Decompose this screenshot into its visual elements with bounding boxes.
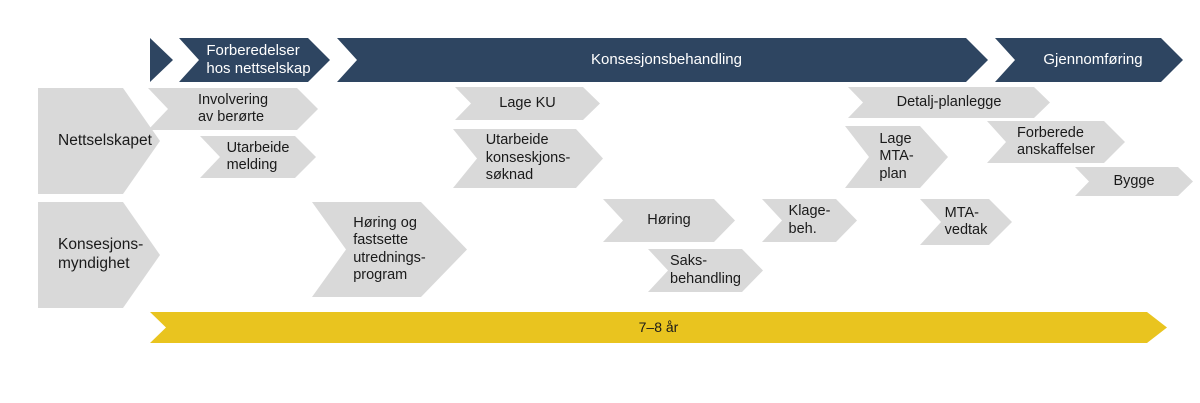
phase-segment-forberedelser: Forberedelser hos nettselskap [179,38,330,82]
row-label: Konsesjons- myndighet [58,236,144,272]
task-arrow-utarbeide-konsesjonssoknad: Utarbeide konseskjons- søknad [453,129,603,188]
task-label: MTA- vedtak [944,204,988,238]
phase-label: Forberedelser hos nettselskap [206,42,311,77]
task-arrow-involvering-av-berorte: Involvering av berørte [148,88,318,130]
task-label: Lage MTA- plan [879,130,914,182]
row-label: Nettselskapet [58,131,152,149]
phase-segment-konsesjonsbehandling: Konsesjonsbehandling [337,38,988,82]
task-arrow-horing-og-fastsette-utredningsprogram: Høring og fastsette utrednings- program [312,202,467,297]
task-arrow-klagebehandling: Klage- beh. [762,199,857,242]
task-label: Klage- beh. [788,203,831,237]
task-label: Saks- behandling [670,253,741,287]
task-label: Høring og fastsette utrednings- program [353,214,426,283]
task-label: Bygge [1113,172,1155,189]
task-label: Utarbeide konseskjons- søknad [485,132,571,184]
task-arrow-lage-mta-plan: Lage MTA- plan [845,126,948,188]
duration-label: 7–8 år [638,319,679,336]
task-label: Detalj-planlegge [896,93,1002,110]
task-label: Involvering av berørte [197,91,269,125]
phase-segment-gjennomforing: Gjennomføring [995,38,1183,82]
task-arrow-mta-vedtak: MTA- vedtak [920,199,1012,245]
task-label: Forberede anskaffelser [1017,124,1095,158]
task-arrow-horing: Høring [603,199,735,242]
row-label-nettselskapet: Nettselskapet [38,88,160,194]
task-label: Utarbeide melding [226,139,290,173]
row-label-konsesjonsmyndighet: Konsesjons- myndighet [38,202,160,308]
task-arrow-detalj-planlegge: Detalj-planlegge [848,87,1050,118]
phase-label: Konsesjonsbehandling [591,51,742,68]
task-arrow-utarbeide-melding: Utarbeide melding [200,136,316,178]
task-arrow-lage-ku: Lage KU [455,87,600,120]
phase-label: Gjennomføring [1043,51,1143,68]
task-arrow-bygge: Bygge [1075,167,1193,196]
timeline-bar: 7–8 år [150,312,1167,343]
task-label: Høring [647,211,691,228]
task-label: Lage KU [499,94,556,111]
phase-bar-start-arrow-icon [150,38,173,82]
task-arrow-saksbehandling: Saks- behandling [648,249,763,292]
task-arrow-forberede-anskaffelser: Forberede anskaffelser [987,121,1125,163]
